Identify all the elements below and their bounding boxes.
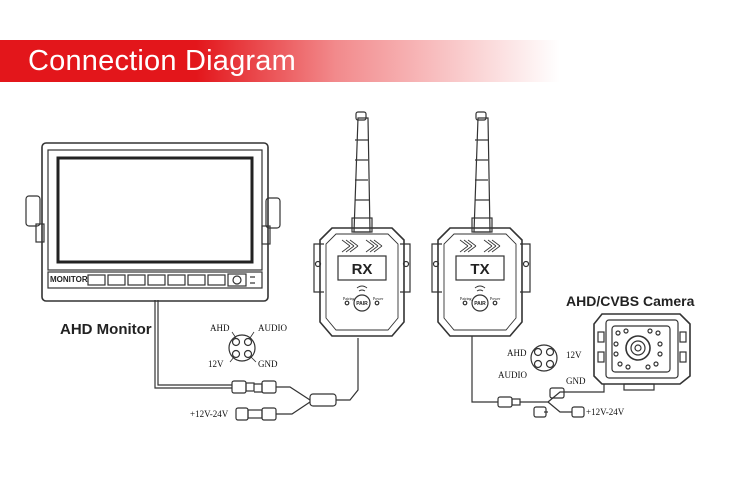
pinout-right <box>530 344 558 372</box>
pin-left-audio: AUDIO <box>258 323 287 333</box>
pin-right-gnd: GND <box>566 376 586 386</box>
power-right-label: +12V-24V <box>586 407 625 417</box>
monitor-brand: MONITOR <box>50 275 88 284</box>
pin-left-ahd: AHD <box>210 323 230 333</box>
tx-led-right: Power <box>490 296 501 301</box>
cable-right <box>471 336 605 418</box>
rx-led-left: Pairing <box>343 296 355 301</box>
rx-label: RX <box>352 261 373 278</box>
camera <box>593 313 691 391</box>
monitor-label: AHD Monitor <box>60 321 152 338</box>
rx-led-right: Power <box>373 296 384 301</box>
page-title: Connection Diagram <box>28 45 296 77</box>
pin-right-audio: AUDIO <box>498 370 527 380</box>
tx-pair-button: PAIR <box>474 301 486 307</box>
rx-pair-button: PAIR <box>356 301 368 307</box>
tx-led-left: Pairing <box>460 296 472 301</box>
pin-left-12v: 12V <box>208 359 224 369</box>
pin-right-12v: 12V <box>566 350 582 360</box>
power-left-label: +12V-24V <box>190 409 229 419</box>
cable-left <box>154 300 359 421</box>
transmitter-unit <box>431 111 531 337</box>
title-banner <box>0 40 560 82</box>
tx-label: TX <box>470 261 489 278</box>
camera-label: AHD/CVBS Camera <box>566 293 695 309</box>
pinout-left <box>228 331 257 363</box>
pin-left-gnd: GND <box>258 359 278 369</box>
receiver-unit <box>313 111 411 337</box>
pin-right-ahd: AHD <box>507 348 527 358</box>
